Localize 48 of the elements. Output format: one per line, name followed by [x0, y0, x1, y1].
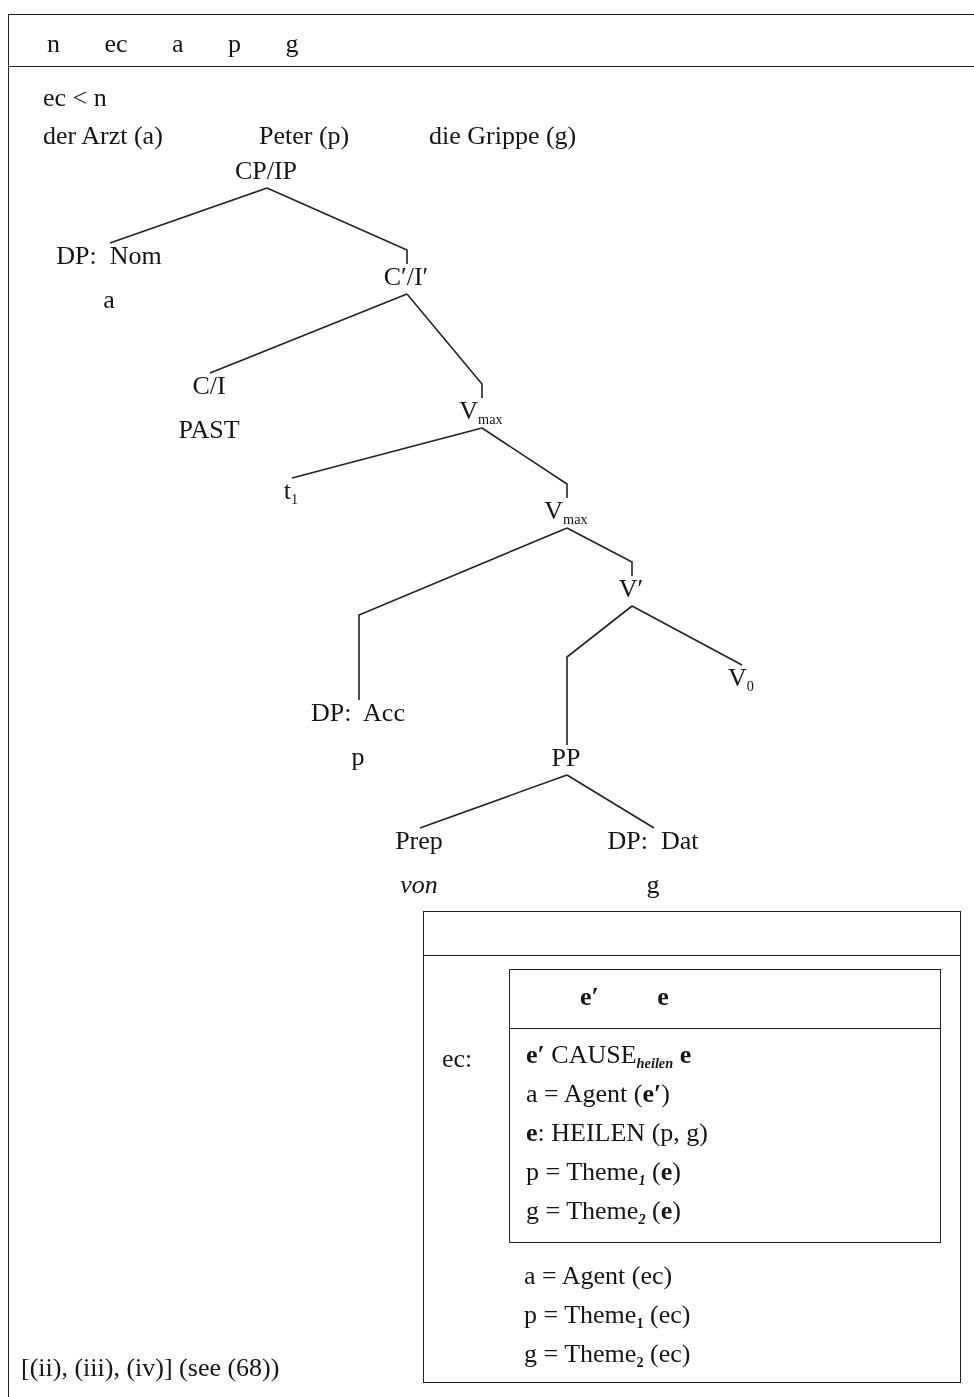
- category-label: V$_{0}$: [728, 662, 754, 696]
- tree-branch: [481, 427, 568, 499]
- tree-branch: [566, 774, 655, 829]
- condition-text: ec:: [442, 1043, 473, 1075]
- index-label: a: [103, 284, 115, 316]
- note-text: [(ii), (iii), (iv)] (see (68)): [21, 1352, 280, 1384]
- category-label: t$_{1}$: [283, 475, 299, 509]
- category-label: PP: [551, 742, 581, 774]
- category-label: C/I: [192, 370, 226, 402]
- condition-text: g = Theme$_{2}$ (ec): [524, 1338, 691, 1371]
- discourse-referents: n ec a p g: [47, 28, 299, 60]
- category-label: C′/I′: [383, 261, 429, 293]
- index-label: g: [646, 869, 660, 901]
- tree-branch: [419, 774, 568, 829]
- tree-branch: [406, 293, 483, 399]
- category-label: V$_{max}$: [544, 495, 588, 529]
- tree-branch: [566, 527, 633, 577]
- category-label: CP/IP: [234, 155, 298, 187]
- tree-branch: [266, 187, 408, 265]
- condition-text: p = Theme$_{1}$ (ec): [524, 1299, 691, 1332]
- tree-branch: [358, 527, 568, 701]
- index-label: PAST: [178, 414, 240, 446]
- tree-branch: [631, 605, 743, 666]
- condition-text: die Grippe (g): [429, 120, 577, 152]
- category-label: Prep: [395, 825, 443, 857]
- tree-branch: [566, 605, 633, 746]
- drs-box: [509, 969, 941, 1243]
- index-label: von: [400, 869, 438, 901]
- condition-text: der Arzt (a): [43, 120, 163, 152]
- category-label: DP: Dat: [607, 825, 699, 857]
- category-label: DP: Acc: [311, 697, 405, 729]
- tree-branch: [291, 427, 483, 479]
- condition-text: ec < n: [43, 82, 107, 114]
- tree-branch: [209, 293, 408, 374]
- index-label: p: [351, 741, 365, 773]
- category-label: V$_{max}$: [459, 395, 503, 429]
- condition-text: g = Theme$_{2}$ (e): [526, 1195, 681, 1228]
- condition-text: e′ CAUSE$_{heilen}$ e: [526, 1039, 692, 1072]
- category-label: V′: [618, 573, 644, 605]
- drs-box: [423, 911, 961, 1383]
- condition-text: e: HEILEN (p, g): [526, 1117, 708, 1149]
- condition-text: a = Agent (e′): [526, 1078, 670, 1110]
- condition-text: a = Agent (ec): [524, 1260, 673, 1292]
- category-label: DP: Nom: [56, 240, 162, 272]
- condition-text: Peter (p): [259, 120, 350, 152]
- condition-text: p = Theme$_{1}$ (e): [526, 1156, 681, 1189]
- tree-branch: [109, 187, 268, 244]
- discourse-referents: e′ e: [580, 981, 669, 1013]
